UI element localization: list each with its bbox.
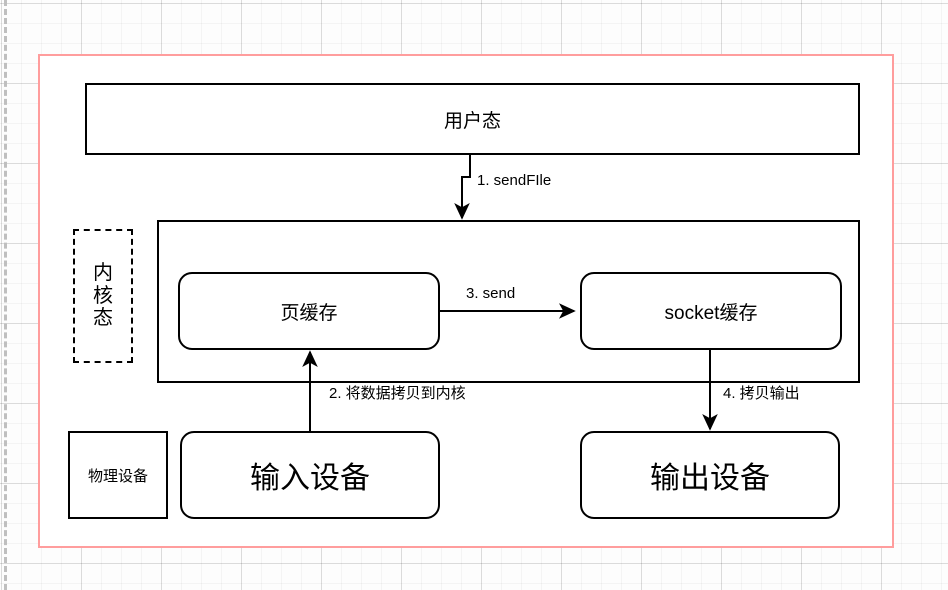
node-input-device[interactable]: 输入设备 bbox=[180, 431, 440, 519]
edge-label-copy-output: 4. 拷贝输出 bbox=[723, 385, 800, 402]
node-physical-device[interactable]: 物理设备 bbox=[68, 431, 168, 519]
node-user-mode[interactable]: 用户态 bbox=[85, 83, 860, 155]
node-socket-buffer[interactable]: socket缓存 bbox=[580, 272, 842, 350]
kernel-tag-char-1: 内 bbox=[93, 262, 113, 285]
node-output-device[interactable]: 输出设备 bbox=[580, 431, 840, 519]
node-kernel-container[interactable] bbox=[157, 220, 860, 383]
edge-label-copy-to-kernel: 2. 将数据拷贝到内核 bbox=[329, 385, 466, 402]
edge-label-sendfile: 1. sendFIle bbox=[477, 172, 552, 189]
node-page-cache[interactable]: 页缓存 bbox=[178, 272, 440, 350]
page-guide-dashed-line bbox=[4, 0, 7, 590]
node-kernel-mode-tag[interactable]: 内 核 态 bbox=[73, 229, 133, 363]
kernel-tag-char-2: 核 bbox=[93, 284, 113, 307]
edge-label-send: 3. send bbox=[466, 285, 516, 302]
kernel-tag-char-3: 态 bbox=[93, 307, 113, 330]
